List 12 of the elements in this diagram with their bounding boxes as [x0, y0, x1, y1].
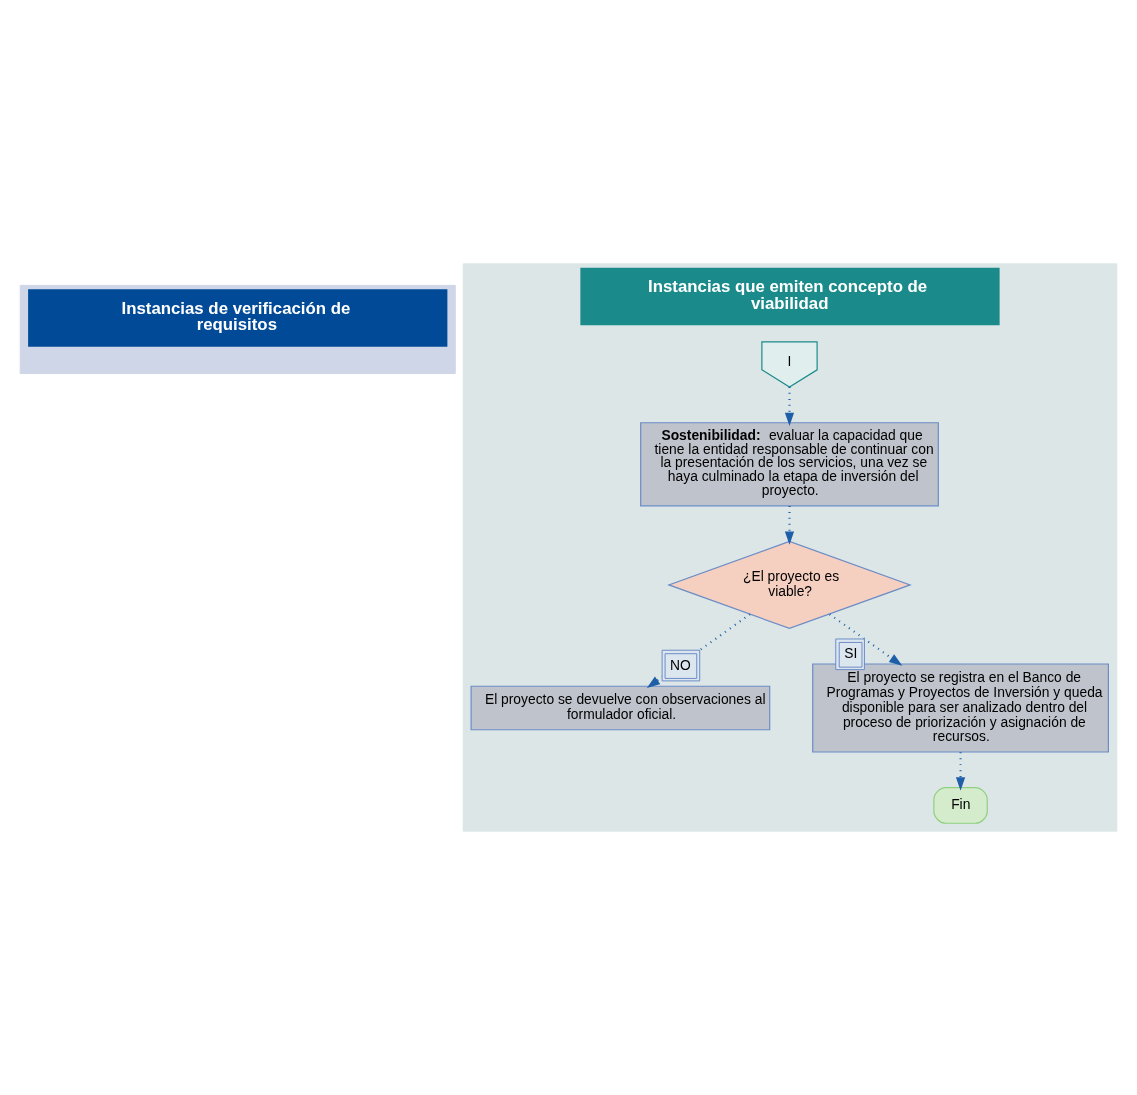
node-box: El proyecto se registra en el Banco de Programas y Proyectos de Inversión y queda disponible para ser analizado dentro del proceso de priorización y asignación de recursos. [812, 663, 1109, 753]
edge-label: SI [844, 645, 858, 662]
node-box: Instancias de verificación de requisitos [19, 284, 456, 375]
edge-label: NO [670, 656, 691, 673]
node-box: Sostenibilidad: evaluar la capacidad que tiene la entidad responsable de continuar con la presentación de los servicios, una vez se haya culminado la etapa de inversión del proyecto. [640, 422, 939, 507]
arrow [784, 387, 795, 426]
node-diamond: ¿El proyecto es viable? [667, 540, 912, 630]
node-box: Fin [933, 787, 988, 824]
node-box: El proyecto se devuelve con observaciones al formulador oficial. [470, 685, 771, 731]
arrow [784, 506, 795, 545]
arrow [955, 752, 966, 791]
arrow [828, 613, 903, 666]
